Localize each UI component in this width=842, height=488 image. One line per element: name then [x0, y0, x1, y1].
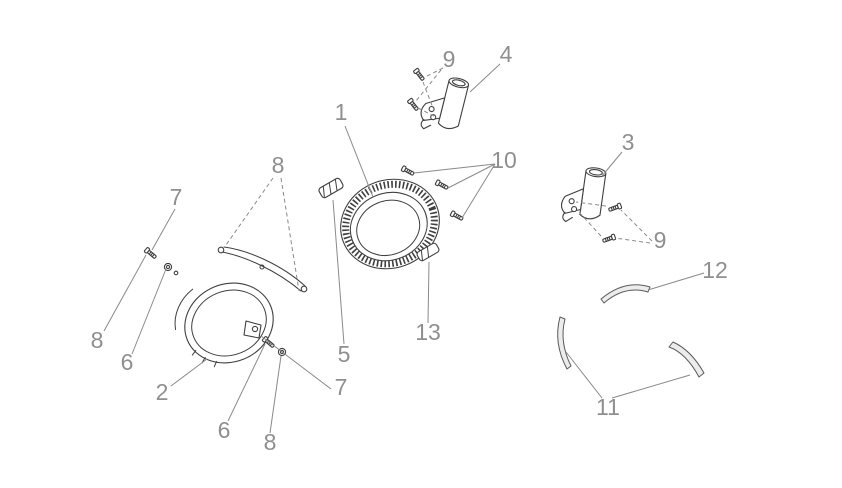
leader-line-10-b: [447, 163, 496, 189]
wire-clip: [259, 264, 265, 270]
wire-connector-left: [217, 246, 225, 254]
tab-bolt: [251, 325, 259, 333]
part-label-10: 10: [491, 147, 517, 173]
part-label-9-top: 9: [443, 46, 456, 72]
trim-strip-12: [600, 284, 651, 304]
leader-line-8-left: [103, 254, 147, 332]
leader-line-6-bottom: [227, 343, 266, 422]
headlight-lens: [340, 178, 440, 270]
pad-body: [318, 177, 344, 199]
screw-9-top-a: [412, 67, 426, 82]
part-label-5: 5: [338, 341, 351, 367]
wire-connector-right: [300, 285, 308, 293]
leader-line-9-right-c: [575, 201, 607, 207]
bucket-rim-outer: [184, 282, 274, 364]
leader-line-11-a: [565, 351, 603, 399]
part-label-11: 11: [596, 394, 620, 420]
screw-10-c: [449, 210, 465, 223]
wire-harness-2: [223, 246, 306, 287]
part-label-6-left: 6: [121, 349, 134, 375]
leader-line-9-right-b: [614, 237, 651, 244]
leader-line-6-left: [131, 268, 167, 355]
rubber-pad-5: [318, 177, 344, 199]
lens-inner-ring: [356, 199, 421, 256]
pad-hatch: [322, 179, 338, 197]
leader-line-9-top-a: [424, 67, 444, 78]
part-label-8-bottom: 8: [264, 429, 277, 455]
leader-line-13: [427, 261, 430, 324]
part-label-8-top: 8: [272, 152, 285, 178]
leader-line-10-a: [413, 163, 496, 174]
nut-left-cluster: [173, 270, 179, 276]
screw-10-a: [400, 165, 416, 178]
screw-9-right-b: [601, 233, 617, 245]
part-label-2: 2: [156, 379, 169, 405]
part-label-9-right: 9: [654, 227, 667, 253]
part-label-7-bottom: 7: [335, 374, 348, 400]
leader-line-10-c: [461, 163, 496, 219]
trim-strip-11-left: [557, 316, 572, 370]
leader-line-9-right-d: [576, 209, 602, 237]
part-label-1: 1: [335, 99, 348, 125]
part-label-4: 4: [500, 41, 513, 67]
lens-knurled-band: [342, 180, 438, 268]
screw-10-b: [434, 179, 450, 192]
leader-line-7-top: [151, 208, 176, 251]
leader-line-9-top-c: [422, 81, 434, 109]
part-label-8-left: 8: [91, 327, 104, 353]
leader-line-2: [170, 358, 208, 387]
screw-9-top-b: [406, 97, 420, 112]
bucket-rim-inner: [191, 289, 267, 357]
headlight-bucket: [174, 246, 308, 368]
pad-hatch: [420, 246, 430, 261]
leader-line-1: [344, 125, 374, 198]
bucket-back-shell: [174, 288, 194, 330]
lens-front-face: [349, 191, 428, 262]
trim-strip-11-right: [668, 341, 705, 378]
leader-line-8-top-a: [225, 177, 274, 246]
leader-line-4: [469, 63, 501, 93]
leader-line-3: [601, 151, 623, 177]
mount-bracket-right: [558, 163, 607, 227]
bucket-body: [174, 282, 274, 368]
mount-bracket-upper: [416, 70, 471, 138]
leader-line-7-bottom: [260, 335, 332, 390]
leader-line-8-bottom: [269, 355, 282, 434]
leader-line-5: [332, 199, 345, 345]
leader-line-12: [647, 272, 705, 291]
screw-9-right-a: [607, 202, 623, 214]
part-label-6-bottom: 6: [218, 417, 231, 443]
leader-line-8-top-b: [280, 177, 300, 292]
part-label-3: 3: [622, 129, 635, 155]
part-label-7-top: 7: [170, 184, 183, 210]
rubber-pad-13: [416, 242, 440, 262]
leader-line-11-b: [611, 374, 691, 399]
part-label-13: 13: [415, 319, 441, 345]
part-label-12: 12: [702, 257, 728, 283]
leader-line-9-right-a: [620, 209, 653, 242]
screw-left-cluster: [143, 246, 158, 261]
leader-line-9-top-d: [417, 107, 435, 117]
